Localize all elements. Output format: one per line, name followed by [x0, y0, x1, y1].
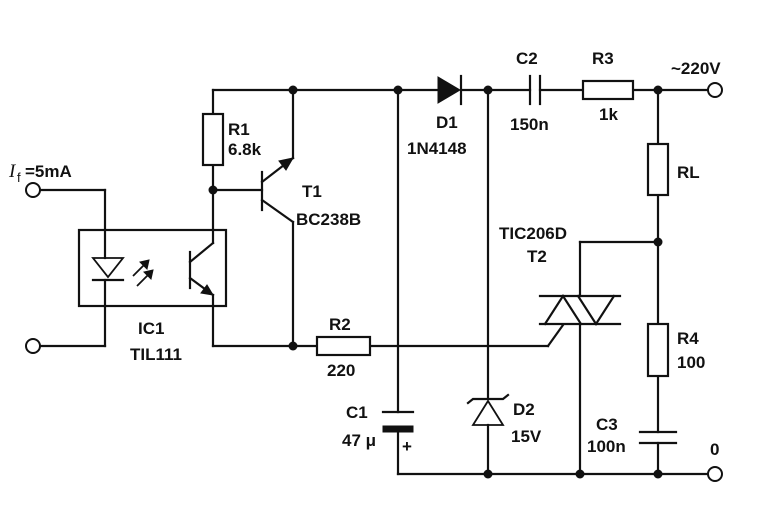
label-c3-value: 100n — [587, 437, 626, 456]
label-c1-value: 47 μ — [342, 431, 376, 450]
label-c3: C3 — [596, 415, 618, 434]
input-terminal-bottom — [25, 338, 41, 354]
label-r3-value: 1k — [599, 105, 618, 124]
label-d1-part: 1N4148 — [407, 139, 467, 158]
label-r2-value: 220 — [327, 361, 355, 380]
label-r4-value: 100 — [677, 353, 705, 372]
label-supply: ~220V — [671, 59, 721, 78]
label-r4: R4 — [677, 329, 699, 348]
label-ic1-part: TIL111 — [130, 345, 182, 364]
resistor-r2 — [315, 335, 372, 357]
optocoupler-ic1 — [77, 228, 228, 308]
label-r2: R2 — [329, 315, 351, 334]
label-if-value: =5mA — [25, 162, 72, 181]
component-labels: R1 6.8k T1 BC238B D1 1N4148 C2 150n R3 1… — [8, 49, 721, 459]
label-t1: T1 — [302, 182, 322, 201]
label-t2: T2 — [527, 247, 547, 266]
zener-diode-d2 — [466, 393, 510, 426]
input-terminal-top — [25, 182, 41, 198]
label-c2-value: 150n — [510, 115, 549, 134]
resistor-r3 — [581, 79, 635, 101]
capacitor-c3 — [638, 430, 678, 445]
resistor-r1 — [201, 112, 225, 167]
ground-terminal — [707, 466, 723, 482]
label-r1-value: 6.8k — [228, 140, 262, 159]
label-rl: RL — [677, 163, 700, 182]
label-r1: R1 — [228, 120, 250, 139]
label-d1: D1 — [436, 113, 458, 132]
supply-terminal — [707, 82, 723, 98]
label-ground: 0 — [710, 440, 719, 459]
label-d2: D2 — [513, 400, 535, 419]
label-if-symbol: I — [8, 161, 17, 182]
triac-t2 — [538, 293, 622, 327]
diode-d1 — [437, 74, 463, 106]
label-c1: C1 — [346, 403, 368, 422]
capacitor-c1 — [381, 410, 415, 433]
label-t1-part: BC238B — [296, 210, 361, 229]
label-d2-value: 15V — [511, 427, 542, 446]
label-if-sub: f — [17, 170, 21, 185]
label-c1-plus: + — [402, 437, 412, 456]
resistor-r4 — [646, 322, 670, 378]
capacitor-c2 — [528, 74, 542, 106]
transistor-t1 — [260, 156, 295, 224]
label-c2: C2 — [516, 49, 538, 68]
label-r3: R3 — [592, 49, 614, 68]
label-ic1: IC1 — [138, 319, 164, 338]
resistor-rl — [646, 142, 670, 197]
label-triac-part: TIC206D — [499, 224, 567, 243]
junction-dots — [208, 85, 663, 479]
